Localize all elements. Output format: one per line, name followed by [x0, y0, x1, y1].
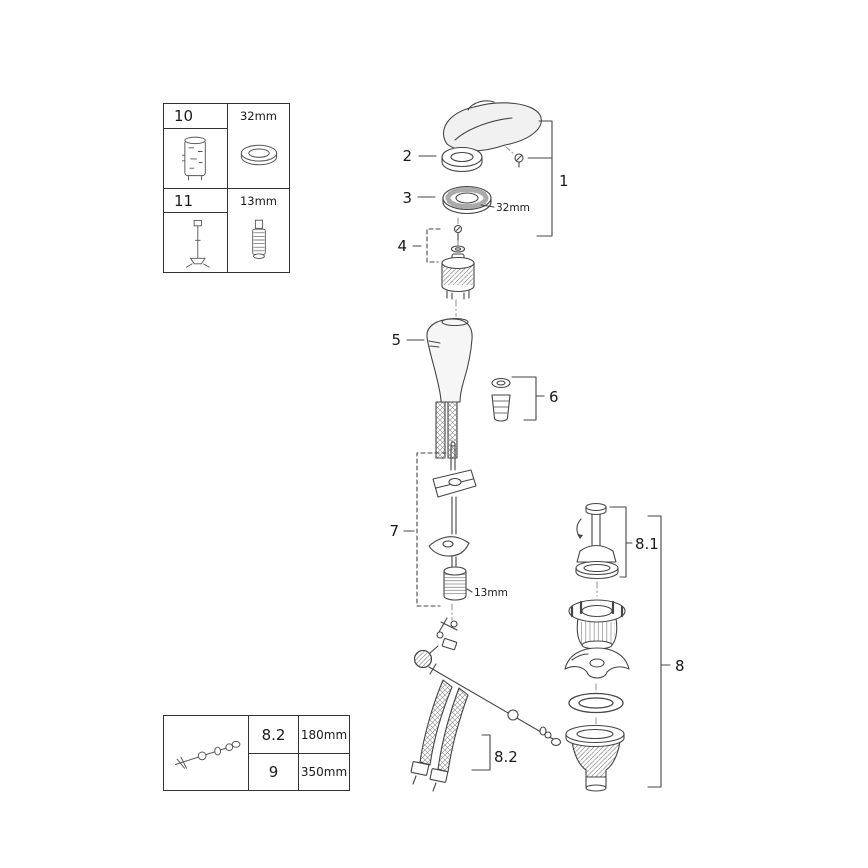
ring-dim-label: 32mm	[496, 202, 530, 214]
part-10-dimension: 32mm	[239, 109, 278, 123]
part-9-dimension: 350mm	[299, 753, 349, 790]
part-8-2-number: 8.2	[249, 716, 299, 753]
part-faucet-body	[426, 317, 473, 459]
diagram-labels: 1 2 3 32mm 4 5 6 7 13mm 8.1 8 8.2	[389, 147, 684, 766]
rod-assembly-thumbnail	[174, 740, 241, 769]
nut-thumbnail	[251, 219, 266, 259]
callout-6-label: 6	[549, 388, 559, 406]
part-plug-stem	[576, 502, 607, 546]
callout-2-label: 2	[402, 147, 412, 165]
legend-row-10: 10 32mm	[164, 104, 289, 188]
callout-3-label: 3	[402, 189, 412, 207]
callout-4-bracket	[412, 228, 441, 263]
part-handle-screw	[505, 146, 524, 168]
part-9-number: 9	[249, 753, 299, 790]
part-10-number: 10	[164, 104, 227, 129]
part-8-2-dimension: 180mm	[300, 727, 348, 742]
part-cartridge	[441, 253, 475, 300]
part-pivot-hardware	[436, 617, 458, 651]
callout-1-bracket	[527, 120, 553, 237]
part-cartridge-screw	[453, 224, 463, 241]
legend-table-top: 10 32mm	[163, 103, 290, 273]
explosion-centerlines	[451, 217, 598, 727]
part-lever-handle	[442, 100, 542, 152]
rod-thumbnail	[185, 219, 210, 268]
part-11-number: 11	[164, 189, 227, 214]
part-11-dimension: 13mm	[239, 193, 278, 208]
callout-8-label: 8	[675, 657, 685, 675]
part-escutcheon-ring	[441, 146, 483, 173]
part-mounting-ring	[442, 185, 492, 215]
part-drain-clamp	[564, 647, 630, 679]
part-drain-body	[565, 724, 625, 792]
legend-row-11: 11 13mm	[164, 187, 289, 272]
part-popup-rod-assembly	[428, 441, 477, 601]
ring-thumbnail	[240, 144, 277, 166]
callout-8-1-label: 8.1	[635, 535, 659, 553]
callout-8-1-bracket	[609, 506, 633, 578]
callout-8-2-bracket	[471, 734, 491, 771]
part-popup-plug	[575, 544, 619, 580]
legend-table-bottom: 8.2 180mm 9 350mm	[163, 715, 350, 791]
cartridge-thumbnail	[181, 136, 206, 181]
rod-assembly-thumbnail-cell	[164, 716, 249, 790]
callout-6-bracket	[511, 376, 545, 421]
callout-7-bracket	[403, 452, 447, 607]
part-o-ring	[568, 692, 624, 714]
part-drain-strainer	[568, 599, 626, 650]
rod-nut-dim-label: 13mm	[474, 587, 508, 599]
part-supply-hoses	[410, 679, 469, 792]
ring-dim-leader	[480, 204, 495, 208]
callout-4-label: 4	[397, 237, 407, 255]
part-horizontal-rod	[428, 663, 562, 747]
callout-1-label: 1	[559, 172, 569, 190]
callout-8-bracket	[647, 515, 671, 788]
callout-5-label: 5	[391, 331, 401, 349]
rod-nut-dim-leader	[466, 588, 473, 593]
callout-7-label: 7	[389, 522, 399, 540]
part-washer	[450, 245, 466, 253]
part-aerator	[491, 377, 511, 422]
callout-8-2-label: 8.2	[494, 748, 518, 766]
part-ball-joint	[413, 645, 439, 669]
